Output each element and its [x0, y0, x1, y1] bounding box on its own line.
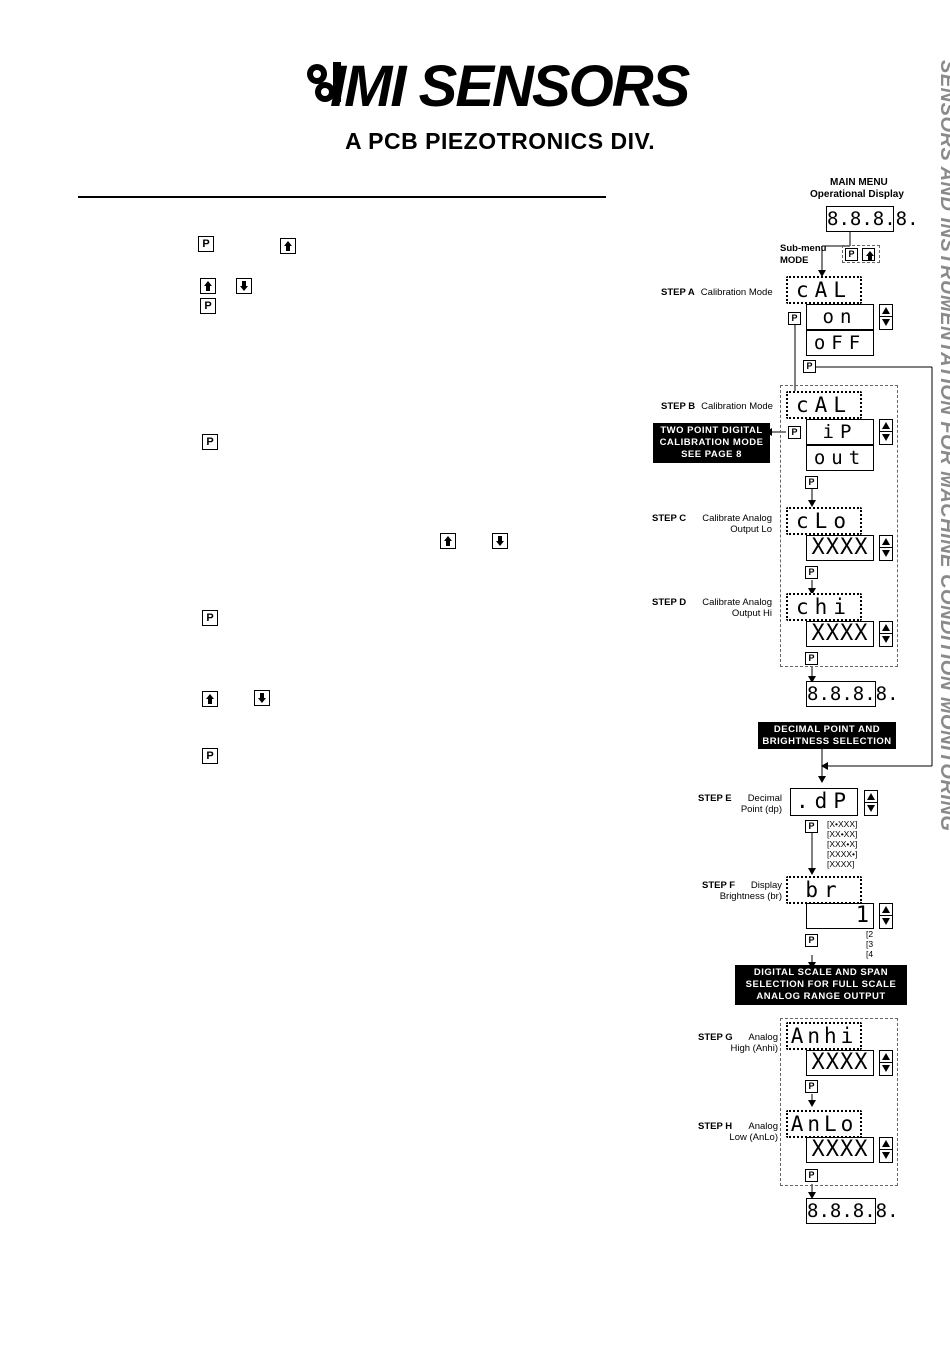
up-key-icon — [440, 533, 456, 549]
step-a-option-on: on — [806, 304, 874, 330]
p-key-icon: P — [803, 360, 816, 373]
step-d-title-display: chi — [786, 593, 862, 621]
mid-display: 8.8.8.8. — [806, 681, 899, 707]
header-rule — [78, 196, 606, 198]
step-e-label: STEP E — [698, 793, 732, 804]
submenu-mode-label: MODE — [780, 255, 809, 266]
calibration-group — [780, 385, 898, 667]
step-f-title-display: br — [786, 876, 862, 904]
up-down-key-icon — [879, 535, 893, 561]
side-title: SENSORS AND INSTRUMENTATION FOR MACHINE … — [936, 60, 950, 832]
submenu-label: Sub-menu — [780, 243, 827, 254]
bottom-display: 8.8.8.8. — [806, 1198, 899, 1224]
brightness-options: [2[3[4 — [866, 929, 874, 959]
up-down-key-icon — [879, 903, 893, 929]
p-key-icon: P — [202, 434, 218, 450]
step-g-value-display: XXXX — [806, 1050, 874, 1076]
up-down-key-icon — [879, 1137, 893, 1163]
logo-gear-icon — [307, 62, 341, 102]
main-menu-title: MAIN MENU — [830, 177, 888, 188]
analog-group — [780, 1018, 898, 1186]
down-key-icon — [236, 278, 252, 294]
down-key-icon — [254, 690, 270, 706]
up-key-icon — [202, 691, 218, 707]
step-g-label: STEP G — [698, 1032, 733, 1043]
up-down-key-icon — [879, 621, 893, 647]
p-key-icon: P — [198, 236, 214, 252]
step-d-label: STEP D — [652, 597, 687, 608]
p-key-icon: P — [788, 426, 801, 439]
submenu-key-group — [842, 245, 880, 263]
step-b-option-ip: iP — [806, 419, 874, 445]
step-h-title-display: AnLo — [786, 1110, 862, 1138]
step-a-title-display: cAL — [786, 276, 862, 304]
step-d-value-display: XXXX — [806, 621, 874, 647]
step-b-option-out: out — [806, 445, 874, 471]
up-key-icon — [200, 278, 216, 294]
step-f-value-display: 1 — [806, 903, 874, 929]
up-key-icon — [280, 238, 296, 254]
up-down-key-icon — [879, 1050, 893, 1076]
p-key-icon: P — [845, 248, 858, 261]
down-key-icon — [492, 533, 508, 549]
step-e-display: .dP — [790, 788, 858, 816]
step-h-value-display: XXXX — [806, 1137, 874, 1163]
p-key-icon: P — [805, 652, 818, 665]
decimal-options: [X•XXX][XX•XX][XXX•X][XXXX•][XXXX] — [827, 819, 858, 869]
step-g-title-display: Anhi — [786, 1022, 862, 1050]
up-down-key-icon — [864, 790, 878, 816]
p-key-icon: P — [202, 610, 218, 626]
main-menu-subtitle: Operational Display — [810, 189, 904, 200]
step-h-label: STEP H — [698, 1121, 733, 1132]
logo-brand: IMI SENSORS — [330, 54, 690, 119]
logo-subtitle: A PCB PIEZOTRONICS DIV. — [345, 128, 656, 154]
p-key-icon: P — [805, 1169, 818, 1182]
up-down-key-icon — [879, 304, 893, 330]
step-c-title-display: cLo — [786, 507, 862, 535]
step-f-label: STEP F — [702, 880, 736, 891]
p-key-icon: P — [805, 1080, 818, 1093]
up-down-key-icon — [879, 419, 893, 445]
p-key-icon: P — [805, 934, 818, 947]
step-a-option-off: oFF — [806, 330, 874, 356]
p-key-icon: P — [202, 748, 218, 764]
step-c-label: STEP C — [652, 513, 687, 524]
step-c-value-display: XXXX — [806, 535, 874, 561]
up-key-icon — [862, 248, 875, 261]
p-key-icon: P — [805, 476, 818, 489]
p-key-icon: P — [788, 312, 801, 325]
main-display: 8.8.8.8. — [826, 206, 919, 232]
step-b-title-display: cAL — [786, 391, 862, 419]
p-key-icon: P — [805, 566, 818, 579]
p-key-icon: P — [200, 298, 216, 314]
p-key-icon: P — [805, 820, 818, 833]
